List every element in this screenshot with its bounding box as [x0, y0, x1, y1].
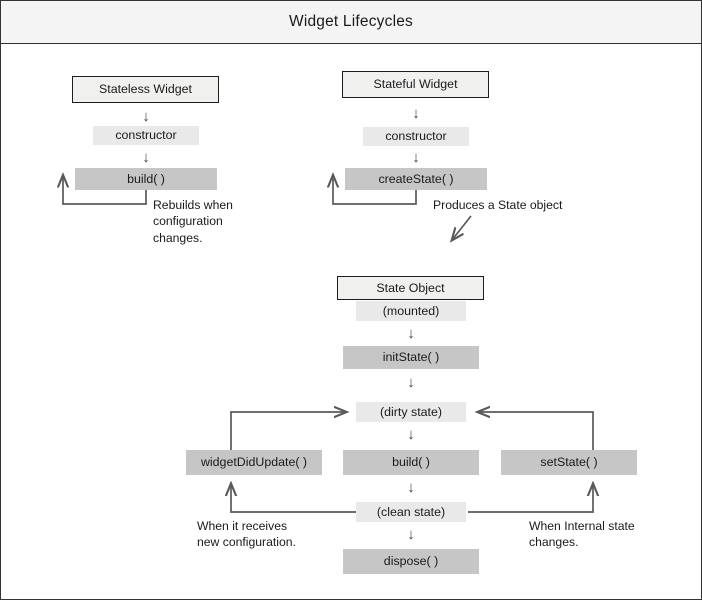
- arrow-down-icon: ↓: [407, 325, 415, 342]
- initstate-box[interactable]: initState( ): [343, 346, 479, 369]
- mounted-box[interactable]: (mounted): [356, 301, 466, 321]
- arrow-down-icon: ↓: [142, 108, 150, 125]
- stateful-widget-label: Stateful Widget: [373, 77, 458, 92]
- state-object-label: State Object: [376, 280, 445, 295]
- setstate-box[interactable]: setState( ): [501, 450, 637, 475]
- widgetdidupdate-label: widgetDidUpdate( ): [200, 455, 308, 470]
- widgetdidupdate-box[interactable]: widgetDidUpdate( ): [186, 450, 322, 475]
- stateful-constructor-label: constructor: [385, 129, 447, 144]
- stateless-widget-label: Stateless Widget: [99, 82, 192, 97]
- stateless-constructor-label: constructor: [115, 128, 177, 143]
- dirty-state-label: (dirty state): [380, 404, 442, 419]
- arrow-down-icon: ↓: [407, 374, 415, 391]
- state-object-box[interactable]: State Object: [337, 276, 484, 300]
- dispose-label: dispose( ): [383, 554, 439, 569]
- stateful-constructor-box[interactable]: constructor: [363, 127, 469, 146]
- setstate-label: setState( ): [540, 455, 598, 470]
- arrow-down-icon: ↓: [412, 149, 420, 166]
- widgetdidupdate-note: When it receives new configuration.: [197, 519, 296, 550]
- stateful-widget-box[interactable]: Stateful Widget: [342, 71, 489, 98]
- dirty-state-box[interactable]: (dirty state): [356, 402, 466, 422]
- produces-state-arrow: [452, 215, 472, 240]
- page-title: Widget Lifecycles: [288, 13, 413, 30]
- arrow-down-icon: ↓: [407, 426, 415, 443]
- initstate-label: initState( ): [382, 350, 440, 365]
- stateless-build-box[interactable]: build( ): [75, 168, 217, 190]
- widgetdidupdate-to-dirty-arrow: [230, 412, 346, 450]
- arrow-down-icon: ↓: [412, 105, 420, 122]
- mounted-label: (mounted): [382, 303, 440, 318]
- arrow-down-icon: ↓: [407, 479, 415, 496]
- stateless-constructor-box[interactable]: constructor: [93, 126, 199, 145]
- clean-to-setstate-arrow: [468, 484, 593, 513]
- clean-state-box[interactable]: (clean state): [356, 502, 466, 522]
- createstate-box[interactable]: createState( ): [345, 168, 487, 190]
- state-build-label: build( ): [392, 455, 430, 470]
- arrow-down-icon: ↓: [407, 526, 415, 543]
- clean-state-label: (clean state): [376, 504, 446, 519]
- state-build-box[interactable]: build( ): [343, 450, 479, 475]
- dispose-box[interactable]: dispose( ): [343, 549, 479, 574]
- produces-state-note: Produces a State object: [433, 198, 563, 212]
- diagram-canvas: Stateless Widget ↓ constructor ↓ build( …: [1, 44, 701, 599]
- stateless-widget-box[interactable]: Stateless Widget: [72, 76, 219, 103]
- arrow-down-icon: ↓: [142, 149, 150, 166]
- clean-to-widgetdidupdate-arrow: [231, 484, 356, 513]
- diagram-title-bar: Widget Lifecycles: [1, 1, 701, 44]
- stateless-build-label: build( ): [127, 171, 165, 186]
- rebuilds-note: Rebuilds when configuration changes.: [153, 198, 233, 245]
- setstate-note: When Internal state changes.: [529, 519, 635, 550]
- setstate-to-dirty-arrow: [478, 412, 594, 450]
- createstate-label: createState( ): [378, 171, 454, 186]
